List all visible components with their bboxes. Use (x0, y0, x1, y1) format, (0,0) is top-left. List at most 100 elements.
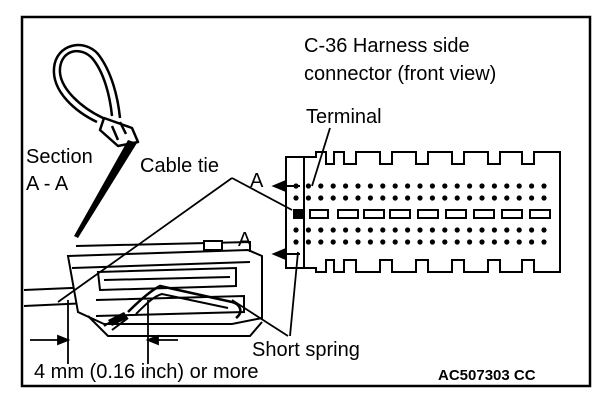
terminal-hole (367, 239, 373, 245)
section-mark-bottom: A (238, 229, 252, 251)
terminal-hole (454, 239, 460, 245)
cable-tie-drawing (52, 43, 140, 148)
terminal-hole (318, 183, 324, 189)
terminal-hole (516, 227, 522, 233)
terminal-hole (491, 195, 497, 201)
terminal-hole (467, 239, 473, 245)
terminal-hole (305, 239, 311, 245)
terminal-hole (417, 239, 423, 245)
section-mark-top: A (250, 170, 264, 192)
terminal-hole (504, 239, 510, 245)
terminal-hole (293, 239, 299, 245)
terminal-hole (516, 239, 522, 245)
terminal-hole (305, 195, 311, 201)
terminal-hole (405, 239, 411, 245)
terminal-hole (293, 195, 299, 201)
terminal-hole (343, 227, 349, 233)
terminal-hole (380, 195, 386, 201)
terminal-hole (318, 239, 324, 245)
terminal-hole (429, 227, 435, 233)
terminal-hole (479, 227, 485, 233)
terminal-hole (429, 239, 435, 245)
terminal-hole (529, 195, 535, 201)
terminal-hole (491, 239, 497, 245)
terminal-hole (529, 227, 535, 233)
terminal-hole (491, 183, 497, 189)
terminal-hole (491, 227, 497, 233)
latch-detail (108, 312, 128, 326)
terminal-hole (355, 183, 361, 189)
terminal-hole (417, 227, 423, 233)
terminal-hole (367, 227, 373, 233)
terminal-hole (541, 239, 547, 245)
section-label-line1: Section (26, 146, 93, 168)
connector-front-view (285, 151, 561, 273)
terminal-holes (293, 183, 547, 245)
terminal-hole (405, 195, 411, 201)
terminal-hole (330, 239, 336, 245)
terminal-hole (479, 195, 485, 201)
cable-tie-tail (74, 140, 137, 238)
terminal-hole (305, 183, 311, 189)
terminal-hole (318, 195, 324, 201)
terminal-hole (529, 183, 535, 189)
terminal-hole (367, 195, 373, 201)
terminal-hole (479, 239, 485, 245)
terminal-hole (504, 195, 510, 201)
terminal-hole (380, 227, 386, 233)
terminal-hole (392, 183, 398, 189)
dimension-marker (30, 300, 178, 364)
terminal-hole (442, 183, 448, 189)
terminal-hole (467, 227, 473, 233)
terminal-hole (541, 195, 547, 201)
section-label-line2: A - A (26, 173, 69, 195)
terminal-hole (454, 227, 460, 233)
terminal-hole (330, 227, 336, 233)
terminal-hole (504, 183, 510, 189)
terminal-hole (392, 227, 398, 233)
terminal-hole (417, 183, 423, 189)
terminal-hole (355, 227, 361, 233)
figure-border (20, 15, 592, 388)
terminal-hole (318, 227, 324, 233)
terminal-label: Terminal (306, 106, 382, 128)
terminal-hole (479, 183, 485, 189)
cable-tie-label: Cable tie (140, 155, 219, 177)
terminal-hole (343, 195, 349, 201)
terminal-hole (429, 195, 435, 201)
terminal-hole (467, 195, 473, 201)
terminal-hole (504, 227, 510, 233)
terminal-hole (330, 195, 336, 201)
terminal-hole (367, 183, 373, 189)
terminal-hole (343, 183, 349, 189)
terminal-hole (405, 183, 411, 189)
terminal-hole (355, 239, 361, 245)
terminal-hole (293, 227, 299, 233)
terminal-hole (305, 227, 311, 233)
terminal-hole (541, 227, 547, 233)
terminal-hole (467, 183, 473, 189)
terminal-hole (380, 183, 386, 189)
leader-lines (57, 127, 331, 337)
terminal-hole (343, 239, 349, 245)
figure-code: AC507303 CC (438, 367, 536, 384)
terminal-hole (516, 195, 522, 201)
terminal-hole (392, 239, 398, 245)
terminal-hole (516, 183, 522, 189)
short-spring-label: Short spring (252, 339, 360, 361)
connector-title-line2: connector (front view) (304, 63, 496, 85)
terminal-hole (442, 195, 448, 201)
connector-title-line1: C-36 Harness side (304, 35, 470, 57)
terminal-hole (541, 183, 547, 189)
terminal-hole (529, 239, 535, 245)
terminal-hole (454, 183, 460, 189)
terminal-hole (330, 183, 336, 189)
dimension-label: 4 mm (0.16 inch) or more (34, 361, 259, 383)
terminal-hole (405, 227, 411, 233)
section-view (23, 240, 263, 337)
terminal-hole (429, 183, 435, 189)
terminal-hole (380, 239, 386, 245)
terminal-hole (392, 195, 398, 201)
